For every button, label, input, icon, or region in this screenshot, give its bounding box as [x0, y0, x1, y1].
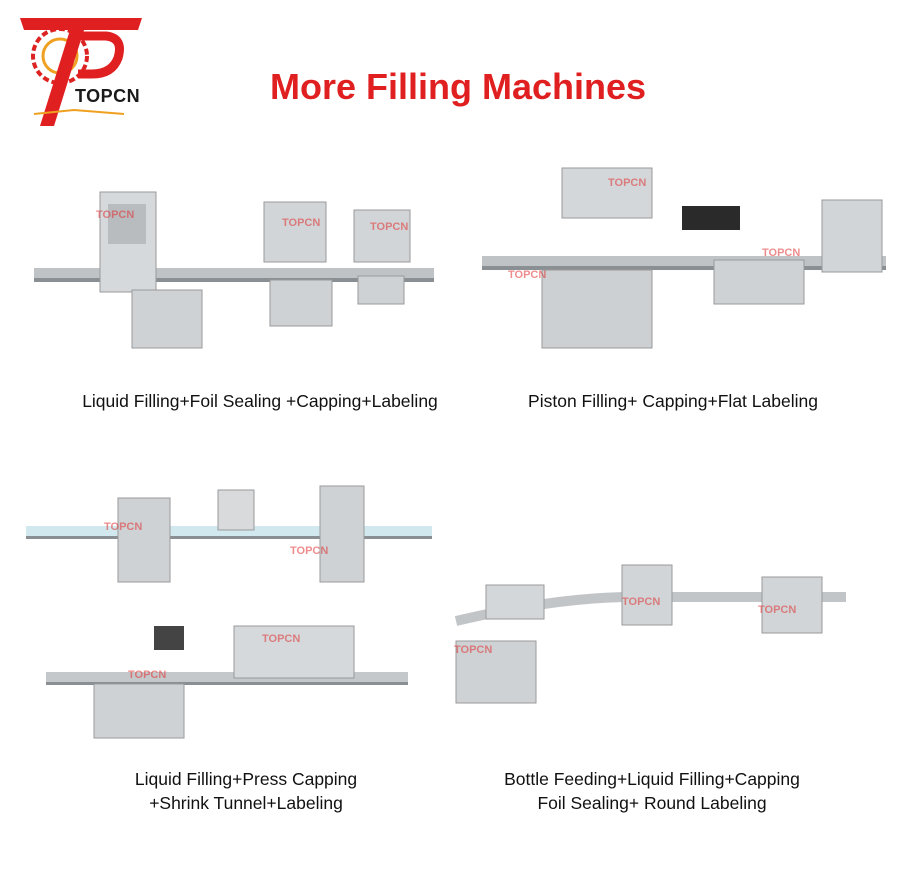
brand-name: TOPCN — [75, 86, 141, 106]
page-title: More Filling Machines — [269, 66, 647, 107]
watermark-text: TOPCN — [96, 209, 134, 221]
caption-text: Foil Sealing+ Round Labeling — [537, 793, 767, 813]
caption-line-1: Liquid Filling+Foil Sealing +Capping+Lab… — [40, 389, 480, 413]
machine-image-3b: TOPCN TOPCN — [46, 625, 408, 739]
watermark-text: TOPCN — [104, 521, 142, 533]
machine-image-2: TOPCN TOPCN TOPCN — [482, 167, 886, 349]
caption-text: Piston Filling+ Capping+Flat Labeling — [528, 391, 818, 411]
caption-text: Liquid Filling+Foil Sealing +Capping+Lab… — [82, 391, 438, 411]
caption-line-2: Piston Filling+ Capping+Flat Labeling — [468, 389, 878, 413]
topcn-logo — [20, 18, 142, 126]
watermark-text: TOPCN — [262, 633, 300, 645]
machine-image-4: TOPCN TOPCN TOPCN — [454, 564, 846, 704]
watermark-text: TOPCN — [290, 545, 328, 557]
watermark-text: TOPCN — [622, 596, 660, 608]
caption-text: +Shrink Tunnel+Labeling — [149, 793, 343, 813]
watermark-text: TOPCN — [454, 644, 492, 656]
watermark-text: TOPCN — [128, 669, 166, 681]
caption-text: Liquid Filling+Press Capping — [134, 769, 358, 789]
machine-image-3: TOPCN TOPCN — [26, 485, 432, 583]
watermark-text: TOPCN — [608, 177, 646, 189]
watermark-text: TOPCN — [282, 217, 320, 229]
caption-line-4: Bottle Feeding+Liquid Filling+Capping Fo… — [452, 767, 852, 815]
watermark-text: TOPCN — [508, 269, 546, 281]
caption-text: Bottle Feeding+Liquid Filling+Capping — [504, 769, 800, 789]
watermark-text: TOPCN — [758, 604, 796, 616]
watermark-text: TOPCN — [370, 221, 408, 233]
watermark-text: TOPCN — [762, 247, 800, 259]
machine-image-1: TOPCN TOPCN TOPCN — [34, 191, 434, 349]
caption-line-3: Liquid Filling+Press Capping +Shrink Tun… — [36, 767, 456, 815]
